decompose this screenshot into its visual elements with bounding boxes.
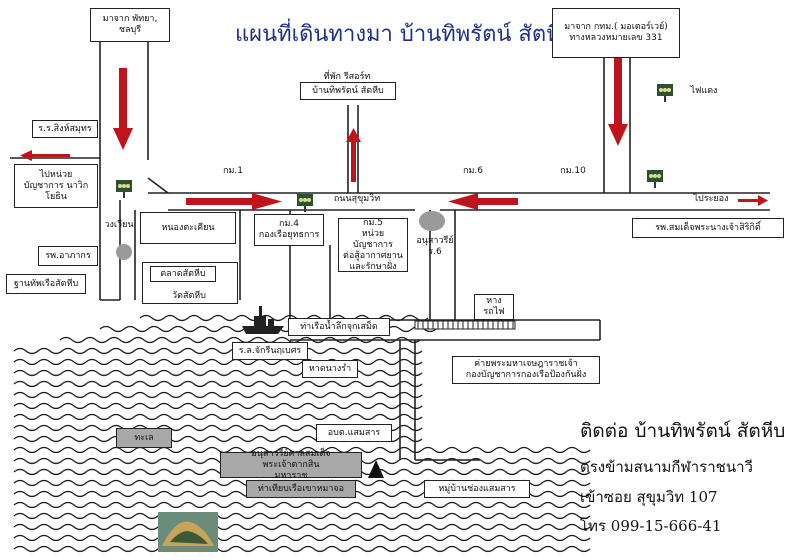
label-naresuan-camp: ค่ายพระมหาเจษฎาราชเจ้า กองบัญชาการกองเรื… — [452, 356, 600, 384]
traffic-light-icon — [116, 180, 132, 198]
label-chao-mai-pier: ท่าเทียบเรือเขาหมาจอ — [246, 480, 356, 498]
label-resort-name: บ้านทิพรัตน์ สัตหีบ — [300, 82, 396, 100]
warship-icon — [242, 306, 284, 334]
label-saem-san-village: หมู่บ้านช่องแสมสาร — [424, 480, 530, 498]
wave-line — [13, 391, 423, 399]
wave-line — [13, 501, 591, 509]
label-km6: กม.6 — [463, 166, 483, 176]
railway — [414, 320, 516, 330]
label-monument-r6: อนุสาวรีย์ ร.6 — [416, 236, 454, 257]
map-title: แผนที่เดินทางมา บ้านทิพรัตน์ สัตหีบ — [235, 22, 575, 47]
traffic-light-icon — [647, 170, 663, 188]
label-km5-unit: กม.5 หน่วยบัญชาการ ต่อสู้อากาศยาน และรัก… — [338, 218, 408, 272]
wave-line — [13, 380, 423, 388]
label-nong-ta-lian: หนองตะเคียน — [140, 212, 236, 244]
contact-name: ติดต่อ บ้านทิพรัตน์ สัตหีบ — [580, 420, 786, 442]
wave-line — [13, 523, 591, 531]
label-pier: ท่าเรือน้ำลึกจุกเสม็ด — [288, 318, 390, 336]
label-sukhumvit-road: ถนนสุขุมวิท — [333, 194, 381, 204]
label-from-bangkok: มาจาก กทม.( มอเตอร์เวย์) ทางหลวงหมายเลข … — [552, 8, 680, 58]
wave-line — [13, 369, 423, 377]
label-chakri-ship: ร.ล.จักรีนฤเบศร — [232, 342, 308, 360]
label-hospital-arkhan: รพ.อาภากร — [38, 246, 98, 266]
contact-phone: โทร 099-15-666-41 — [580, 517, 722, 535]
wave-line — [13, 545, 591, 553]
roundabout-circle — [116, 244, 132, 260]
label-to-navy-unit: ไปหน่วย บัญชาการ นาวิก โยธิน — [14, 164, 98, 208]
label-singhasamut: ร.ร.สิงห์สมุทร — [32, 120, 98, 138]
label-nang-ram-beach: หาดนางรำ — [302, 360, 358, 378]
label-km10: กม.10 — [560, 166, 586, 176]
label-phai-daeng: ไฟแดง — [690, 86, 718, 96]
label-market: ตลาดสัตหีบ — [150, 266, 216, 282]
mountain-icon — [158, 512, 218, 552]
direction-arrows — [20, 58, 768, 210]
label-train-end: หาง รถไฟ — [474, 294, 514, 320]
monument-triangle-icon — [368, 460, 384, 478]
contact-location: ตรงข้ามสนามกีฬาราชนาวี — [580, 458, 753, 476]
label-from-pattaya: มาจาก พัทยา, ชลบุรี — [90, 8, 170, 42]
label-abd-saem-san: อบต.แสมสาร — [316, 424, 392, 442]
wave-line — [13, 358, 423, 366]
label-sea: ทะเล — [116, 428, 172, 448]
label-taksin-monument: อนุสาวรีย์ศาลสมเด็จพระเจ้าตากสิน มหาราช — [220, 449, 362, 481]
contact-soi: เข้าซอย สุขุมวิท 107 — [580, 488, 718, 506]
label-naval-base: ฐานทัพเรือสัตหีบ — [6, 274, 86, 294]
label-roundabout: วงเวียน — [104, 220, 134, 230]
label-km1: กม.1 — [223, 166, 243, 176]
monument-r6-circle — [419, 211, 445, 231]
roads — [10, 35, 770, 461]
label-hospital-queen: รพ.สมเด็จพระนางเจ้าสิริกิติ์ — [632, 218, 784, 238]
label-km4-navy-ship: กม.4 กองเรือยุทธการ — [254, 214, 324, 246]
wave-line — [13, 446, 591, 454]
wave-line — [13, 512, 591, 520]
label-to-rayong: ไประยอง — [693, 194, 729, 204]
label-resort-title: ที่พัก รีสอร์ท — [323, 72, 371, 82]
wave-line — [13, 413, 423, 421]
wave-line — [13, 347, 423, 355]
traffic-light-icon — [297, 194, 313, 212]
traffic-light-icons — [116, 84, 673, 212]
wave-line — [13, 402, 423, 410]
wave-line — [13, 534, 591, 542]
label-temple: วัดสัตหีบ — [172, 291, 206, 301]
traffic-light-icon — [657, 84, 673, 102]
